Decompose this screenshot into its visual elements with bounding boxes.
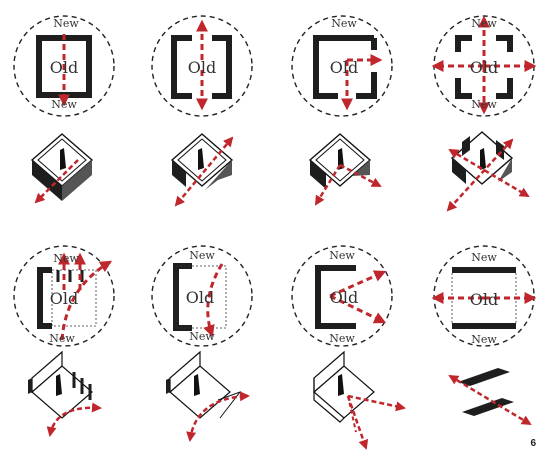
new-label: New <box>53 17 79 30</box>
axonometric-5 <box>28 350 102 437</box>
old-building-wall <box>36 35 92 98</box>
old-building-wall <box>313 35 377 99</box>
diagram-plan-6: New Old New <box>151 245 253 347</box>
axonometric-1 <box>30 133 94 204</box>
diagram-plan-2: Old <box>151 15 253 117</box>
axonometric-7 <box>313 350 406 450</box>
new-label: New <box>53 252 79 265</box>
old-label: Old <box>470 290 498 309</box>
old-building-wall <box>37 267 52 329</box>
person-silhouette <box>338 148 344 170</box>
new-label: New <box>329 332 355 345</box>
old-label: Old <box>330 58 358 77</box>
old-label: Old <box>330 288 358 307</box>
boundary-circle <box>13 245 115 347</box>
new-label: New <box>471 333 497 346</box>
boundary-circle <box>13 15 115 117</box>
parallel-wall <box>462 398 514 416</box>
axonometric-3 <box>308 133 382 206</box>
person-silhouette <box>56 374 62 396</box>
parallel-wall <box>458 368 510 386</box>
new-boundary <box>51 269 97 327</box>
person-silhouette <box>338 374 344 396</box>
diagram-plan-1: New Old New <box>13 15 115 117</box>
new-label: New <box>51 98 77 111</box>
page-number: 6 <box>530 438 536 449</box>
new-boundary <box>175 265 227 329</box>
boundary-circle <box>151 15 253 117</box>
old-label: Old <box>188 58 216 77</box>
old-label: Old <box>50 289 78 308</box>
new-label: New <box>329 249 355 262</box>
diagram-plan-3: New Old <box>291 15 393 117</box>
person-silhouette <box>60 148 66 170</box>
old-label: Old <box>186 288 214 307</box>
axonometric-2 <box>170 133 234 207</box>
new-label: New <box>49 332 75 345</box>
boundary-circle <box>291 245 393 347</box>
diagram-plan-5: New Old New <box>13 245 115 347</box>
boundary-circle <box>291 15 393 117</box>
diagram-plan-8: New Old New <box>431 245 537 347</box>
new-label: New <box>189 330 215 343</box>
old-building-wall <box>455 35 513 99</box>
new-label: New <box>331 17 357 30</box>
new-label: New <box>471 17 497 30</box>
axonometric-4 <box>446 131 530 212</box>
old-building-wall <box>315 265 356 329</box>
new-label: New <box>189 249 215 262</box>
new-label: New <box>471 98 497 111</box>
new-label: New <box>471 251 497 264</box>
diagram-plan-7: New Old New <box>291 245 393 347</box>
axonometric-8 <box>448 368 532 426</box>
fin-walls <box>56 270 84 282</box>
old-label: Old <box>50 58 78 77</box>
old-building-wall <box>171 35 232 99</box>
axonometric-6 <box>166 350 250 442</box>
person-silhouette <box>194 374 200 396</box>
old-label: Old <box>470 58 498 77</box>
boundary-circle <box>151 245 253 347</box>
diagram-plan-4: New Old New <box>431 15 537 117</box>
